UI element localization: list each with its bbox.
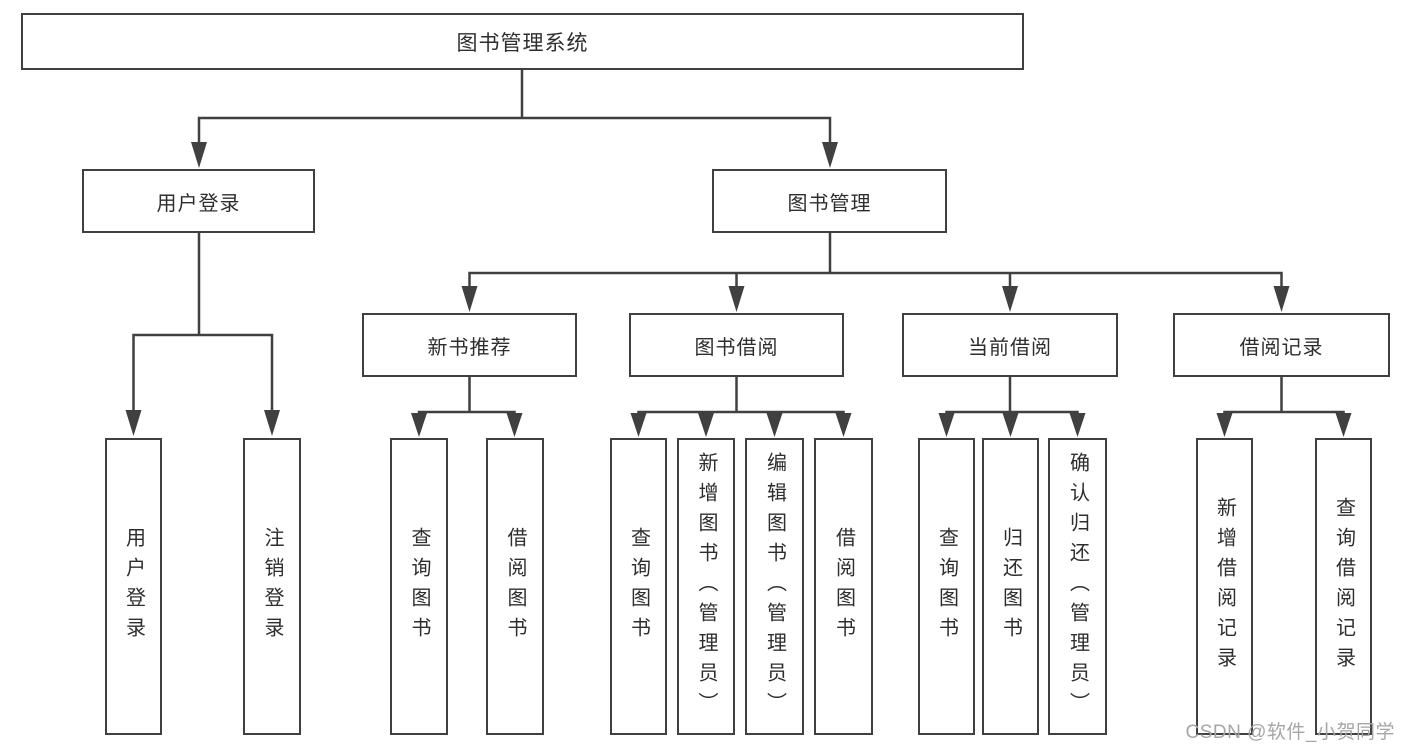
- node-library-management-system: 图书管理系统: [21, 13, 1024, 70]
- leaf-query-books-1: 查询图书: [390, 438, 448, 735]
- connector-borrow-record-to-leaves: [1216, 375, 1352, 437]
- leaf-edit-books-admin: 编辑图书（管理员）: [745, 438, 804, 735]
- connector-book-mgmt-to-level3: [461, 231, 1290, 312]
- node-new-book-recommend: 新书推荐: [362, 313, 577, 377]
- leaf-confirm-return-admin: 确认归还（管理员）: [1048, 438, 1107, 735]
- leaf-query-books-2: 查询图书: [610, 438, 667, 735]
- node-book-management: 图书管理: [712, 169, 947, 233]
- leaf-logout: 注销登录: [243, 438, 301, 735]
- node-book-borrowing: 图书借阅: [629, 313, 844, 377]
- node-user-login: 用户登录: [82, 169, 315, 233]
- leaf-borrow-books-1: 借阅图书: [486, 438, 544, 735]
- connector-current-borrow-to-leaves: [938, 375, 1086, 437]
- leaf-return-books: 归还图书: [982, 438, 1039, 735]
- leaf-add-books-admin: 新增图书（管理员）: [677, 438, 735, 735]
- leaf-user-login: 用户登录: [105, 438, 162, 735]
- connector-root-to-level2: [191, 67, 838, 168]
- leaf-query-books-3: 查询图书: [918, 438, 975, 735]
- leaf-query-borrow-record: 查询借阅记录: [1315, 438, 1372, 735]
- node-current-borrowing: 当前借阅: [902, 313, 1118, 377]
- connector-book-borrow-to-leaves: [630, 375, 852, 437]
- csdn-watermark: CSDN @软件_小贺同学: [1185, 722, 1395, 743]
- connector-new-book-to-leaves: [411, 375, 523, 437]
- connector-user-login-to-leaves: [125, 231, 280, 436]
- node-borrowing-records: 借阅记录: [1173, 313, 1390, 377]
- leaf-add-borrow-record: 新增借阅记录: [1196, 438, 1253, 735]
- leaf-borrow-books-2: 借阅图书: [814, 438, 873, 735]
